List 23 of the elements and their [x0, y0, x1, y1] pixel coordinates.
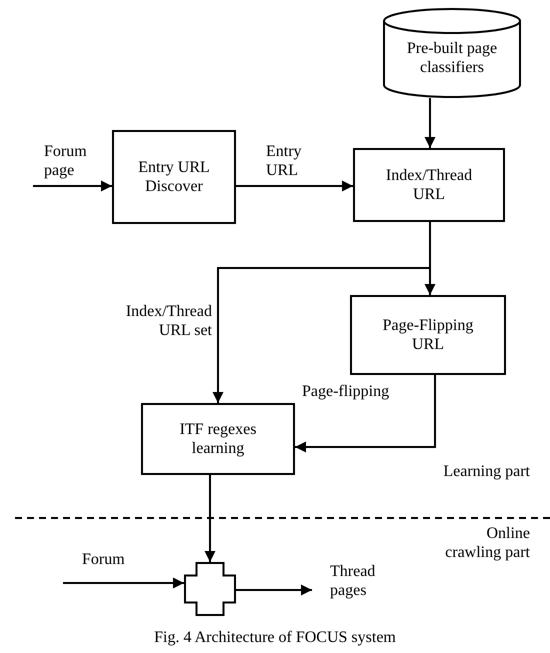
process-box — [353, 148, 505, 222]
arrow — [236, 180, 353, 192]
node-label: ITF regexes learning — [178, 420, 258, 459]
process-box — [112, 130, 236, 224]
node-label: Index/Thread URL — [384, 166, 474, 205]
arrow — [63, 578, 184, 588]
process-box — [141, 403, 295, 475]
arrow — [424, 98, 436, 148]
arrow — [33, 180, 112, 192]
arrow — [236, 584, 312, 596]
crawler-cross-shape — [184, 562, 236, 616]
process-box — [350, 295, 506, 375]
edge-label: Page-flipping — [302, 382, 392, 402]
arrow — [212, 222, 431, 403]
node-label: Page-Flipping URL — [382, 316, 474, 355]
node-label: Entry URL Discover — [137, 158, 211, 197]
figure-caption: Fig. 4 Architecture of FOCUS system — [153, 628, 397, 648]
database-cylinder — [383, 8, 521, 98]
section-label: Learning part — [442, 462, 530, 482]
arrow — [204, 475, 216, 562]
section-label: Online crawling part — [444, 524, 530, 562]
node-label: Pre-built page classifiers — [406, 38, 498, 78]
arrow — [295, 375, 436, 452]
